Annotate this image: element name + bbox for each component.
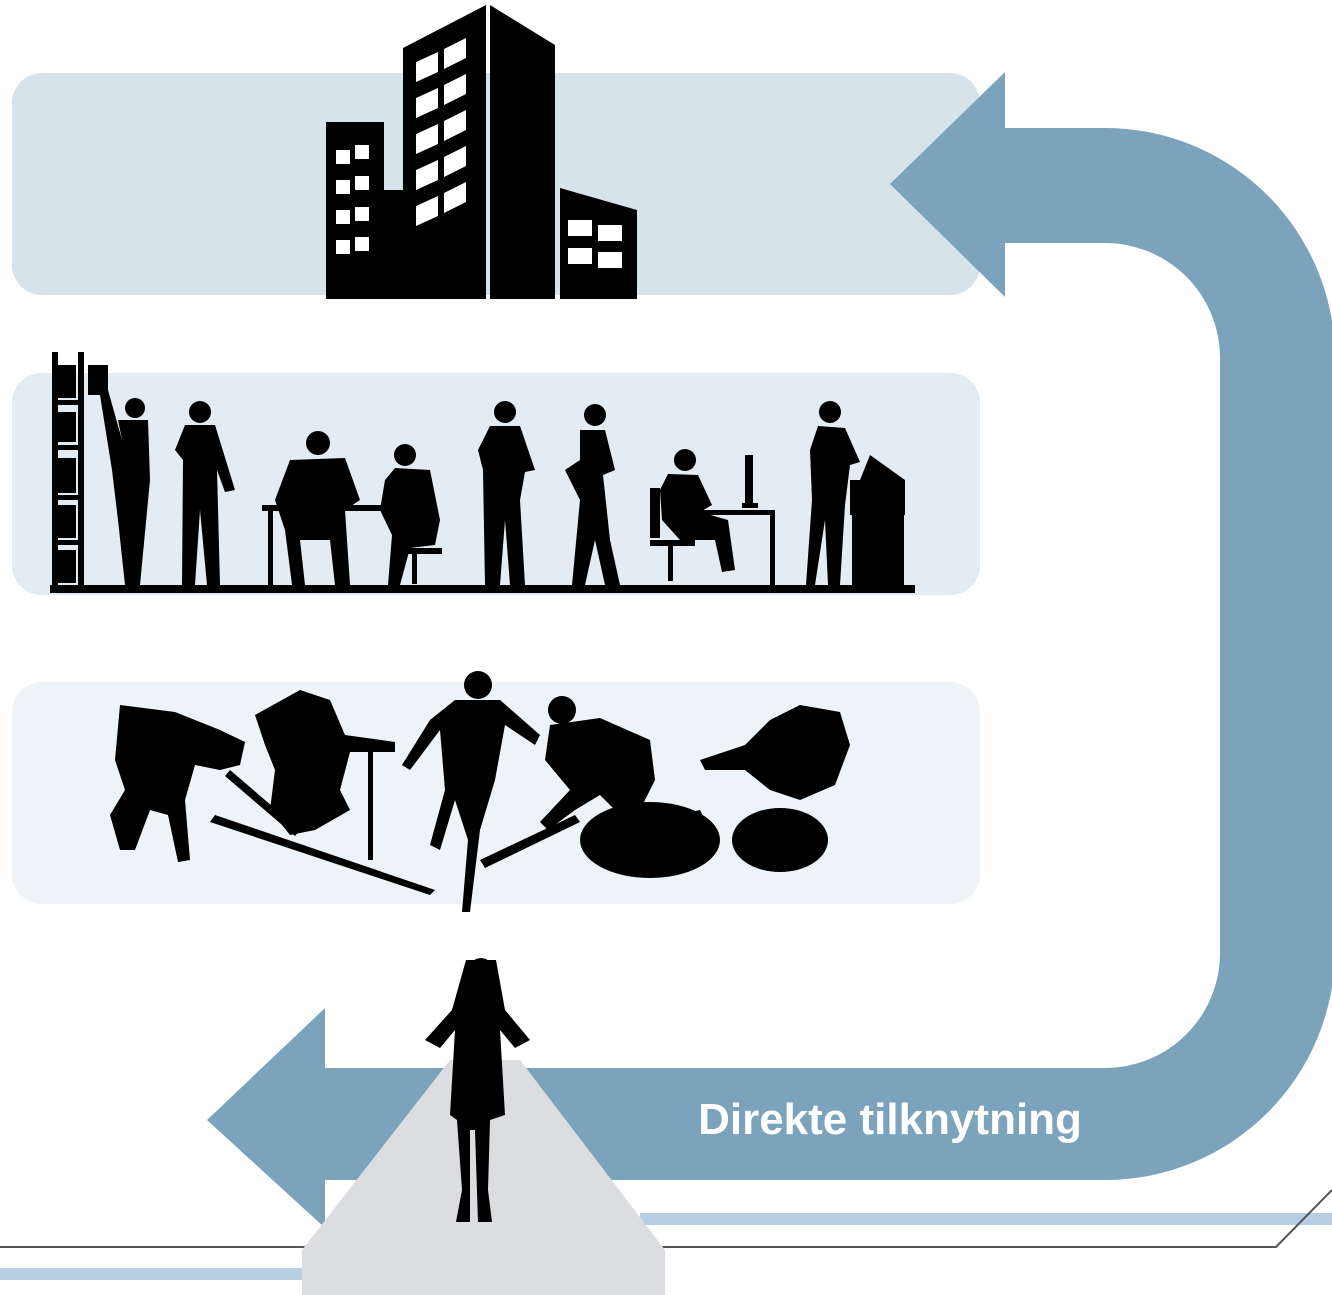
office-building-icon (326, 5, 637, 299)
direct-connection-arrow (207, 72, 1332, 1228)
office-workers-icon (50, 352, 915, 593)
athletes-icon (110, 671, 850, 912)
woman-standing-icon (425, 958, 530, 1222)
arrow-label: Direkte tilknytning (698, 1095, 1082, 1144)
bottom-rule (0, 1189, 1332, 1280)
